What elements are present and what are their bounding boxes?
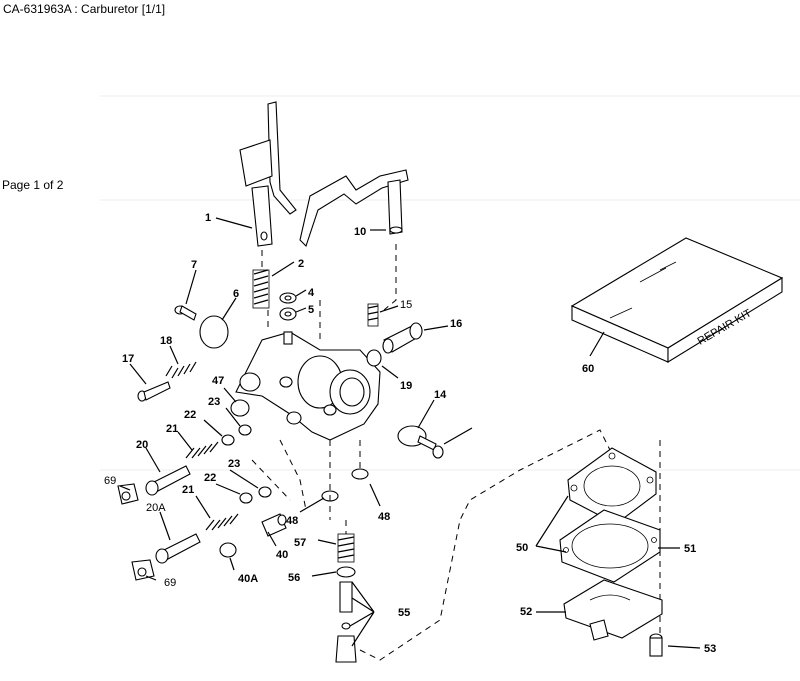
plug-48-right-part — [351, 468, 369, 480]
callout-15: 15 — [400, 299, 412, 311]
callout-21-lower: 21 — [182, 484, 194, 496]
callout-53: 53 — [704, 643, 716, 655]
spring-15-part — [367, 303, 379, 327]
callout-40: 40 — [276, 549, 288, 561]
callout-40a: 40A — [238, 573, 258, 585]
callout-57: 57 — [294, 537, 306, 549]
callout-14: 14 — [434, 389, 447, 401]
fitting-16-part — [382, 322, 423, 354]
callout-47: 47 — [212, 375, 224, 387]
callout-55: 55 — [398, 607, 410, 619]
jet-40-part — [261, 513, 287, 537]
plug-47-part — [230, 399, 250, 417]
washer-23-lower-part — [258, 486, 272, 498]
washer-22-lower-part — [239, 492, 253, 504]
callout-1: 1 — [205, 212, 211, 224]
callout-69-upper: 69 — [104, 475, 116, 487]
callout-60: 60 — [582, 363, 594, 375]
seal-5-hole — [284, 311, 292, 317]
callout-5: 5 — [308, 304, 314, 316]
washer-56-part — [336, 566, 356, 578]
callout-21-upper: 21 — [166, 423, 178, 435]
document-title: CA-631963A : Carburetor [1/1] — [3, 2, 166, 16]
spring-21-upper-part — [185, 441, 219, 459]
callout-23-upper: 23 — [208, 396, 220, 408]
washer-4-hole — [284, 295, 292, 301]
washer-23-upper-part — [238, 424, 252, 436]
throttle-shaft-part — [239, 101, 297, 247]
carburetor-body-part — [235, 331, 381, 441]
cap-69-upper-part — [117, 483, 139, 505]
choke-shaft-part — [299, 169, 409, 248]
callout-52: 52 — [520, 606, 532, 618]
callout-48-right: 48 — [378, 511, 390, 523]
washer-19-part — [366, 349, 382, 367]
callout-leaders — [119, 217, 701, 649]
screw-17-part — [137, 381, 171, 402]
gasket-51-part — [559, 509, 661, 583]
page-indicator: Page 1 of 2 — [2, 178, 64, 192]
callout-20: 20 — [136, 439, 148, 451]
spring-18-part — [165, 361, 197, 379]
needle-20a-part — [155, 533, 201, 564]
callout-17: 17 — [122, 353, 134, 365]
callout-23-lower: 23 — [228, 458, 240, 470]
screw-7-right-part — [417, 435, 444, 459]
callout-6: 6 — [233, 288, 239, 300]
spring-57-part — [337, 533, 355, 563]
callout-22-lower: 22 — [204, 472, 216, 484]
callout-4: 4 — [308, 287, 315, 299]
callout-16: 16 — [450, 318, 462, 330]
throttle-plate-6-part — [199, 315, 229, 349]
spring-21-lower-part — [205, 513, 239, 531]
callout-56: 56 — [288, 572, 300, 584]
fuel-fitting-55-part — [335, 581, 357, 663]
washer-22-upper-part — [221, 434, 235, 446]
callout-18: 18 — [160, 335, 172, 347]
callout-19: 19 — [400, 380, 412, 392]
screw-7-left-part — [174, 305, 197, 321]
callout-2: 2 — [298, 258, 304, 270]
callout-20a: 20A — [146, 502, 166, 514]
callout-7-left: 7 — [191, 259, 197, 271]
callout-48-left: 48 — [286, 515, 298, 527]
needle-20-part — [145, 465, 191, 496]
cover-52-part — [563, 579, 663, 641]
plug-40a-part — [219, 542, 237, 558]
repair-kit-60-part: REPAIR KIT — [570, 237, 784, 363]
callout-51: 51 — [684, 543, 696, 555]
screw-53-part — [649, 633, 663, 657]
callout-69-lower: 69 — [164, 577, 176, 589]
cap-69-lower-part — [131, 559, 155, 581]
callout-22-upper: 22 — [184, 409, 196, 421]
callout-50: 50 — [516, 542, 528, 554]
callout-10: 10 — [354, 226, 366, 238]
spring-2-part — [252, 269, 270, 309]
